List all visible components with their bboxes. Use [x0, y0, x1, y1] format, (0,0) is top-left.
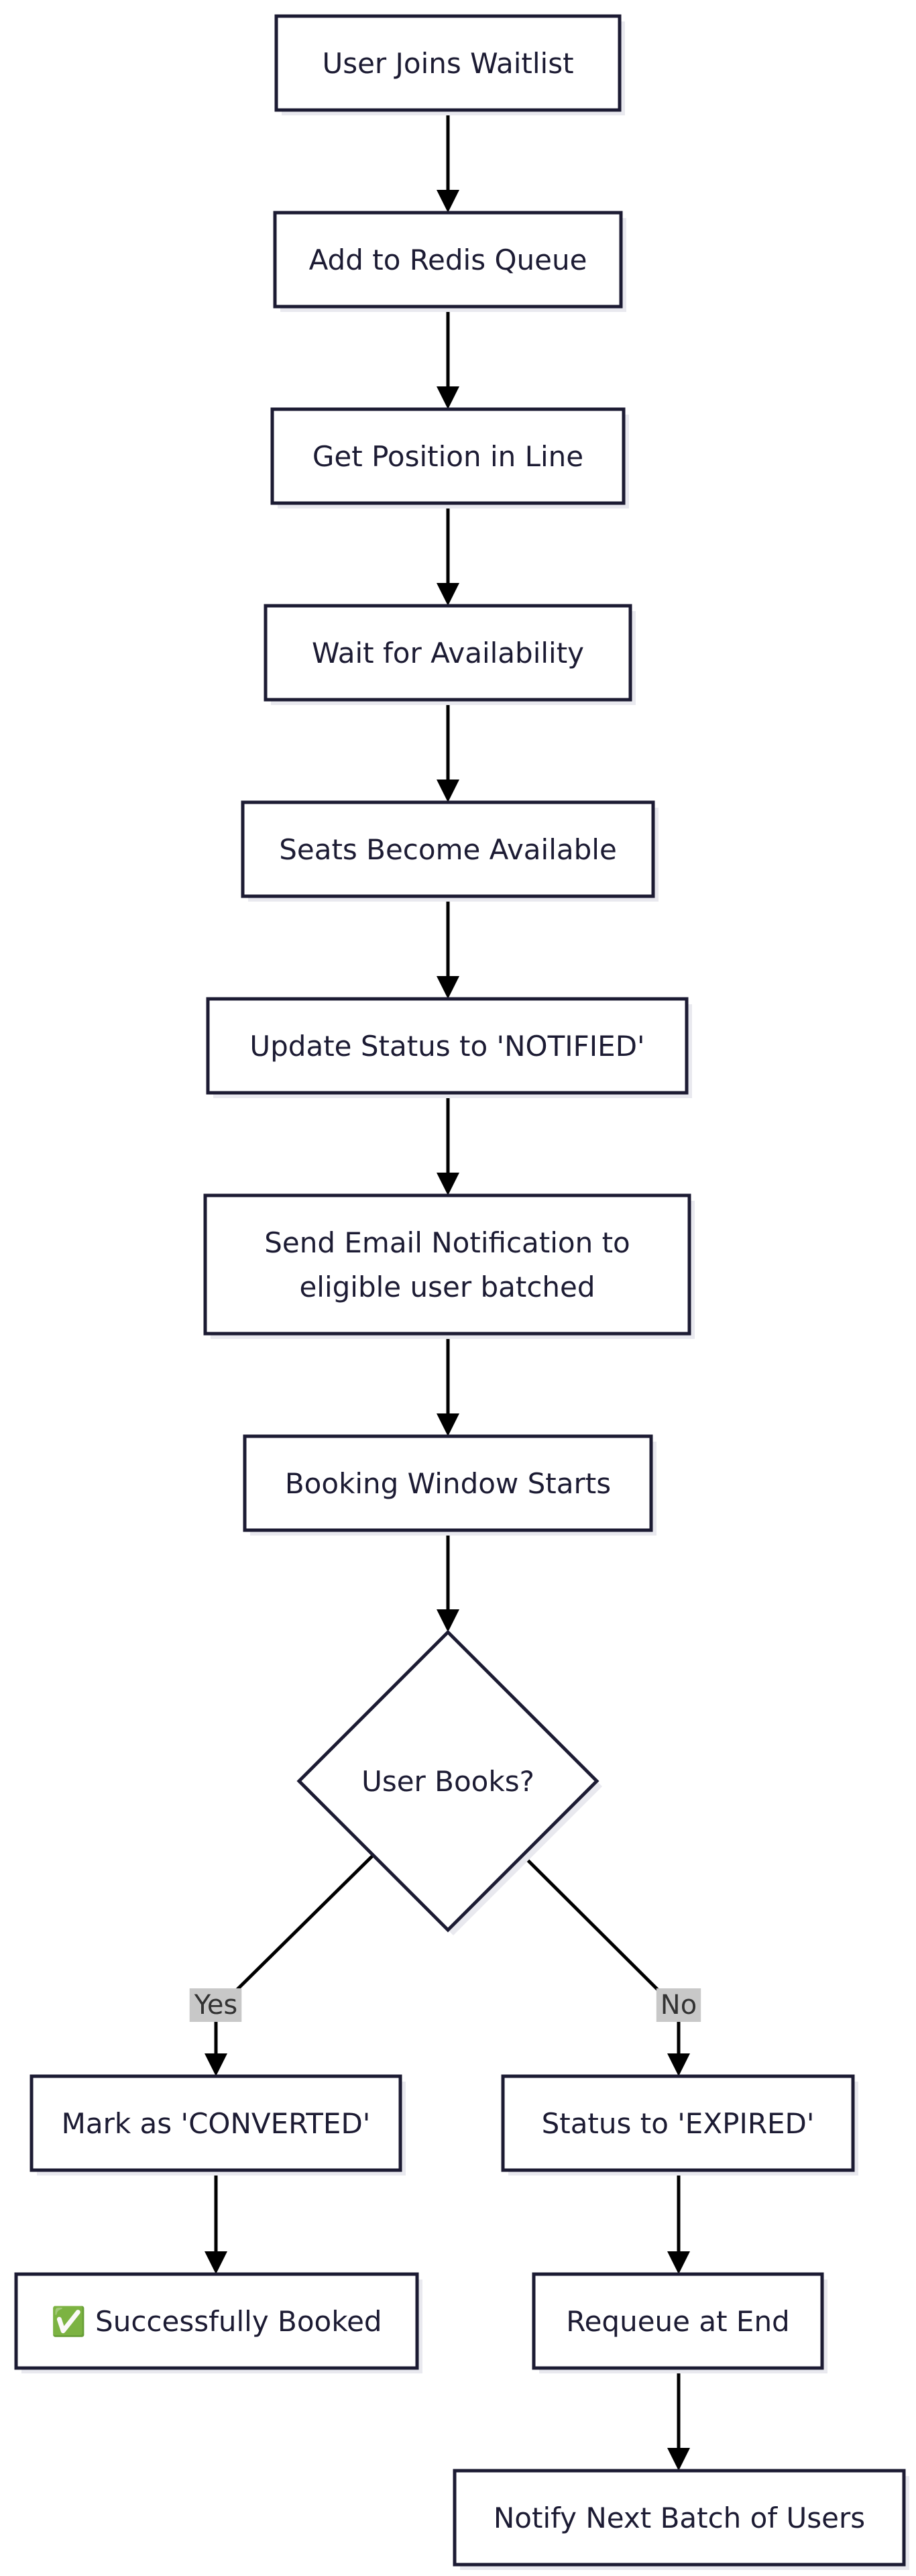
node-queue: Add to Redis Queue [273, 211, 626, 312]
process-box [203, 1193, 691, 1336]
arrowhead [437, 1173, 459, 1195]
node-label: Send Email Notification to [264, 1226, 630, 1259]
edge-join-to-queue [437, 110, 459, 213]
edge-label-text: No [661, 1990, 697, 2021]
edge-notified-to-email [437, 1093, 459, 1195]
process-box [241, 800, 655, 898]
node-wait: Wait for Availability [264, 604, 636, 705]
node-window: Booking Window Starts [243, 1434, 656, 1536]
process-box [273, 211, 623, 309]
node-expired: Status to 'EXPIRED' [501, 2074, 858, 2176]
process-box [501, 2074, 855, 2172]
edge-label-text: Yes [194, 1990, 238, 2021]
node-label: Booking Window Starts [285, 1467, 611, 1500]
node-decision: User Books? [296, 1629, 602, 1935]
edge-label-decision-to-expired: No [656, 1988, 701, 2022]
process-box [14, 2272, 419, 2370]
edge-expired-to-requeue [667, 2170, 690, 2274]
process-box [270, 407, 626, 505]
edge-line [522, 1854, 681, 2053]
edge-labels-layer: Yes No [189, 1988, 701, 2022]
edge-label-decision-to-converted: Yes [189, 1988, 242, 2022]
node-booked: ✅ Successfully Booked [14, 2272, 422, 2373]
process-box [453, 2469, 906, 2567]
process-box [206, 997, 689, 1095]
edge-decision-to-converted [205, 1854, 374, 2076]
arrowhead [437, 583, 459, 606]
edge-window-to-decision [437, 1530, 459, 1632]
edge-email-to-window [437, 1334, 459, 1436]
arrowhead [437, 780, 459, 802]
arrowhead [667, 2053, 690, 2076]
process-box [274, 14, 622, 112]
edge-label-background [189, 1988, 242, 2022]
arrowhead [205, 2251, 227, 2274]
decision-diamond [296, 1629, 599, 1933]
node-label: ✅ Successfully Booked [51, 2305, 382, 2338]
node-label: Add to Redis Queue [309, 244, 587, 276]
edge-decision-to-expired [522, 1854, 690, 2076]
arrowhead [667, 2251, 690, 2274]
process-box [532, 2272, 824, 2370]
node-label: User Books? [361, 1765, 534, 1798]
arrowhead [437, 190, 459, 213]
arrowhead [437, 386, 459, 409]
arrowhead [437, 1413, 459, 1436]
node-label: Mark as 'CONVERTED' [62, 2107, 371, 2140]
edge-requeue-to-notify-next [667, 2368, 690, 2471]
arrowhead [437, 976, 459, 999]
node-label: Get Position in Line [312, 440, 583, 473]
arrowhead [205, 2053, 227, 2076]
arrowhead [437, 1609, 459, 1632]
node-seats: Seats Become Available [241, 800, 659, 902]
node-email: Send Email Notification to eligible user … [203, 1193, 695, 1339]
process-box [30, 2074, 402, 2172]
edge-seats-to-notified [437, 896, 459, 999]
node-label: Notify Next Batch of Users [494, 2502, 865, 2534]
node-notify-next: Notify Next Batch of Users [453, 2469, 909, 2570]
process-box [264, 604, 632, 702]
arrowhead [667, 2448, 690, 2471]
edge-line [214, 1854, 374, 2053]
edge-converted-to-booked [205, 2170, 227, 2274]
node-label: Requeue at End [566, 2305, 789, 2338]
edge-label-background [656, 1988, 701, 2022]
node-label: Update Status to 'NOTIFIED' [249, 1030, 644, 1063]
node-label: Seats Become Available [279, 833, 617, 866]
edge-position-to-wait [437, 503, 459, 606]
node-label: Wait for Availability [312, 637, 584, 669]
edge-queue-to-position [437, 307, 459, 409]
node-notified: Update Status to 'NOTIFIED' [206, 997, 692, 1098]
node-label: eligible user batched [299, 1271, 595, 1303]
node-label: User Joins Waitlist [322, 47, 573, 80]
node-converted: Mark as 'CONVERTED' [30, 2074, 406, 2176]
node-requeue: Requeue at End [532, 2272, 827, 2373]
process-box [243, 1434, 653, 1532]
node-join: User Joins Waitlist [274, 14, 625, 115]
node-position: Get Position in Line [270, 407, 629, 508]
node-label: Status to 'EXPIRED' [542, 2107, 815, 2140]
edge-wait-to-seats [437, 700, 459, 802]
